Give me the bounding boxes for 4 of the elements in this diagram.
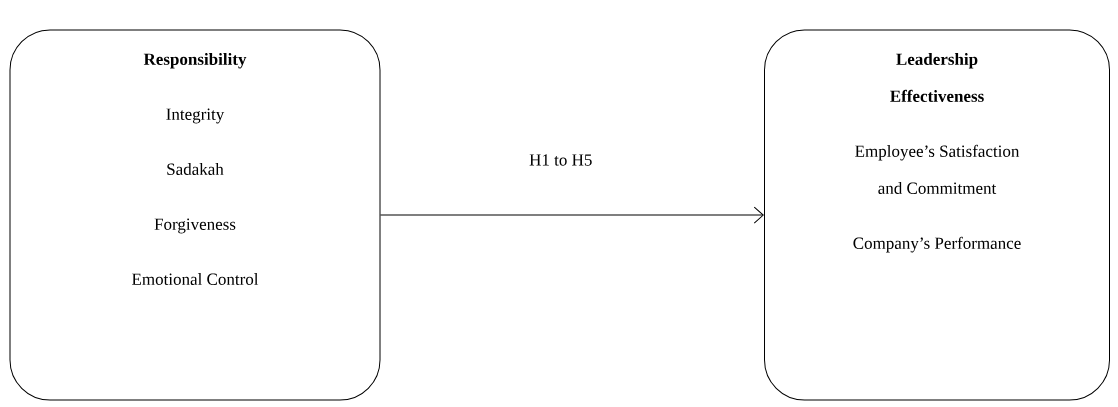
rounded-box: Responsibility Integrity Sadakah Forgiveness Emotional Control [9, 29, 381, 401]
rounded-box: Leadership Effectiveness Employee’s Satisfaction and Commitment Company’s Performance [764, 29, 1110, 401]
edge-label: H1 to H5 [527, 152, 595, 168]
arrow [380, 206, 764, 224]
